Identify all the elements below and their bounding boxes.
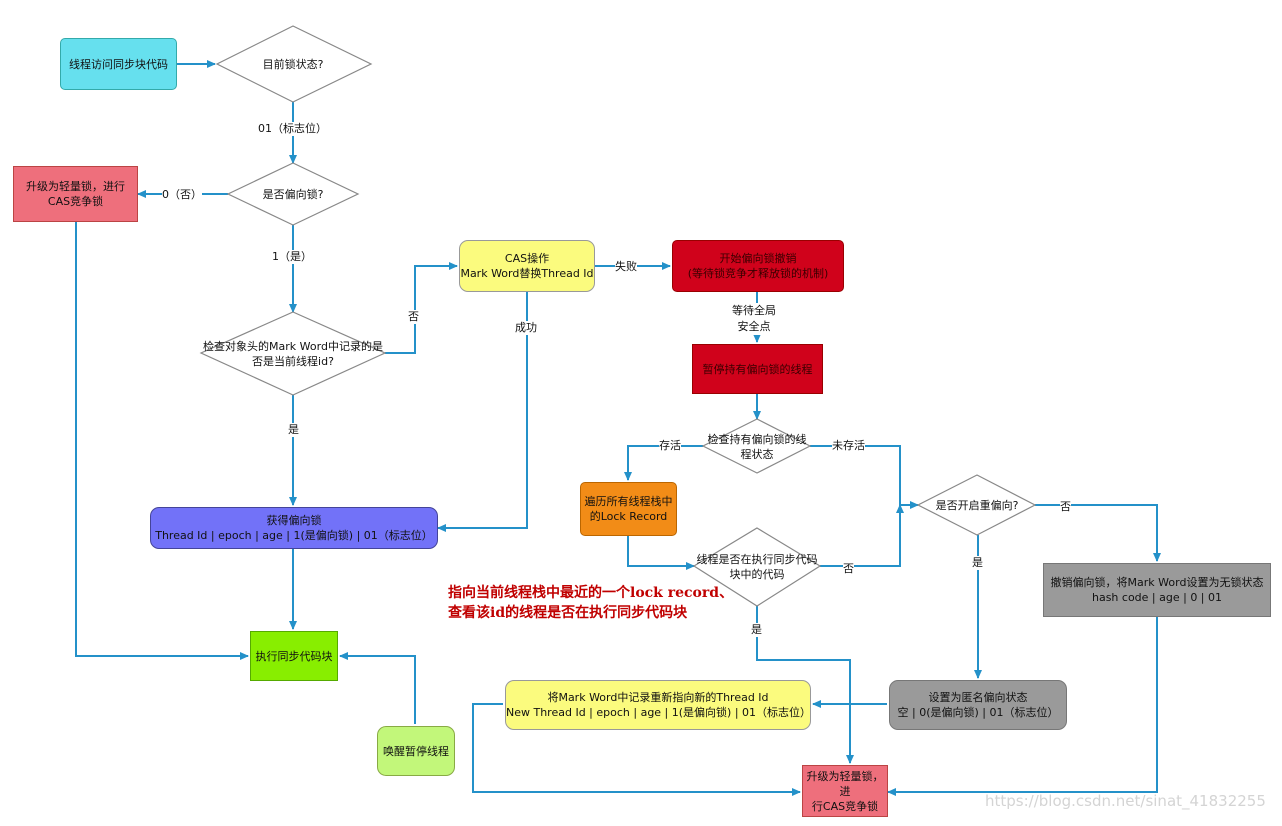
edge-rebias-no-revoke	[1035, 504, 1161, 562]
annotation-line-2: 查看该id的线程是否在执行同步代码块	[448, 605, 688, 621]
edge-label-fail: 失败	[615, 260, 637, 274]
node-traverse-stack: 遍历所有线程栈中 的Lock Record	[580, 482, 677, 536]
node-exec-sync-label: 执行同步代码块	[255, 649, 333, 663]
edge-label-wait-safepoint: 等待全局 安全点	[732, 303, 776, 335]
node-revoke-start-label: 开始偏向锁撤销 (等待锁竞争才释放锁的机制)	[687, 252, 829, 280]
diamond-rebias-enabled	[916, 474, 1037, 536]
node-set-anonymous-label: 设置为匿名偏向状态 空 | 0(是偏向锁) | 01（标志位）	[897, 691, 1059, 719]
node-repoint-thread: 将Mark Word中记录重新指向新的Thread Id New Thread …	[505, 680, 811, 730]
node-traverse-stack-label: 遍历所有线程栈中 的Lock Record	[584, 495, 673, 523]
node-upgrade-light-1: 升级为轻量锁，进行 CAS竞争锁	[13, 166, 138, 222]
node-upgrade-light-2: 升级为轻量锁，进 行CAS竞争锁	[802, 765, 888, 817]
edge-label-not-alive: 未存活	[832, 439, 865, 453]
edge-label-flag-01: 01（标志位）	[258, 122, 327, 136]
edge-label-yes-1: 1（是）	[272, 250, 312, 264]
node-start: 线程访问同步块代码	[60, 38, 177, 90]
edge-label-alive: 存活	[659, 439, 681, 453]
watermark: https://blog.csdn.net/sinat_41832255	[985, 792, 1266, 810]
diamond-check-thread-id	[199, 311, 387, 396]
edge-traverse-to-executing	[627, 536, 695, 570]
node-pause-thread-label: 暂停持有偏向锁的线程	[702, 362, 813, 376]
node-revoke-to-unlocked: 撤销偏向锁，将Mark Word设置为无锁状态 hash code | age …	[1043, 563, 1271, 617]
diamond-executing-sync	[692, 527, 822, 607]
edge-label-yes-rebias: 是	[972, 556, 983, 570]
node-rebias-enabled-label: 是否开启重偏向?	[935, 499, 1019, 512]
node-is-biased-label: 是否偏向锁?	[262, 188, 324, 201]
edge-label-no-thread: 否	[408, 310, 419, 324]
edge-revoke-to-upgrade2	[887, 617, 1158, 796]
edge-executing-no-rebias	[820, 504, 904, 567]
node-acquire-biased-label: 获得偏向锁 Thread Id | epoch | age | 1(是偏向锁) …	[155, 514, 433, 542]
diamond-is-biased	[226, 162, 360, 226]
node-start-label: 线程访问同步块代码	[69, 57, 168, 71]
node-upgrade-light-2-label: 升级为轻量锁，进 行CAS竞争锁	[806, 769, 884, 813]
edge-wake-to-exec	[339, 652, 416, 724]
diamond-lock-state	[215, 25, 373, 103]
edge-label-yes-exec: 是	[751, 623, 762, 637]
node-upgrade-light-1-label: 升级为轻量锁，进行 CAS竞争锁	[26, 180, 125, 208]
node-pause-thread: 暂停持有偏向锁的线程	[692, 344, 823, 394]
node-set-anonymous: 设置为匿名偏向状态 空 | 0(是偏向锁) | 01（标志位）	[889, 680, 1067, 730]
node-repoint-thread-label: 将Mark Word中记录重新指向新的Thread Id New Thread …	[506, 691, 812, 719]
edge-label-no-rebias: 否	[1060, 500, 1071, 514]
edge-label-yes-thread: 是	[288, 423, 299, 437]
node-wake-thread-label: 唤醒暂停线程	[383, 744, 449, 758]
node-lock-state-label: 目前锁状态?	[262, 58, 324, 71]
node-cas-op-label: CAS操作 Mark Word替换Thread Id	[460, 252, 594, 280]
edge-upgrade1-to-exec	[75, 222, 249, 660]
node-wake-thread: 唤醒暂停线程	[377, 726, 455, 776]
node-check-thread-state-label: 检查持有偏向锁的线 程状态	[707, 433, 807, 461]
edge-state-notalive-rebias	[810, 445, 919, 509]
edge-label-no-0: 0（否）	[162, 188, 202, 202]
node-check-thread-id-label: 检查对象头的Mark Word中记录的是 否是当前线程id?	[203, 340, 383, 368]
node-revoke-to-unlocked-label: 撤销偏向锁，将Mark Word设置为无锁状态 hash code | age …	[1050, 576, 1264, 604]
node-revoke-start: 开始偏向锁撤销 (等待锁竞争才释放锁的机制)	[672, 240, 844, 292]
node-exec-sync: 执行同步代码块	[250, 631, 338, 681]
node-cas-op: CAS操作 Mark Word替换Thread Id	[459, 240, 595, 292]
diamond-check-thread-state	[701, 418, 812, 474]
annotation-line-1: 指向当前线程栈中最近的一个lock record、	[448, 585, 734, 601]
edge-label-success: 成功	[515, 321, 537, 335]
edge-repoint-to-upgrade2	[472, 703, 801, 796]
edges	[75, 60, 1161, 796]
edge-cas-success-acquire	[437, 292, 528, 532]
edge-label-no-exec: 否	[843, 562, 854, 576]
edge-check-no-cas	[385, 262, 458, 354]
annotation-note: 指向当前线程栈中最近的一个lock record、 查看该id的线程是否在执行同…	[448, 583, 733, 623]
node-executing-sync-label: 线程是否在执行同步代码 块中的代码	[696, 553, 818, 581]
node-acquire-biased: 获得偏向锁 Thread Id | epoch | age | 1(是偏向锁) …	[150, 507, 438, 549]
